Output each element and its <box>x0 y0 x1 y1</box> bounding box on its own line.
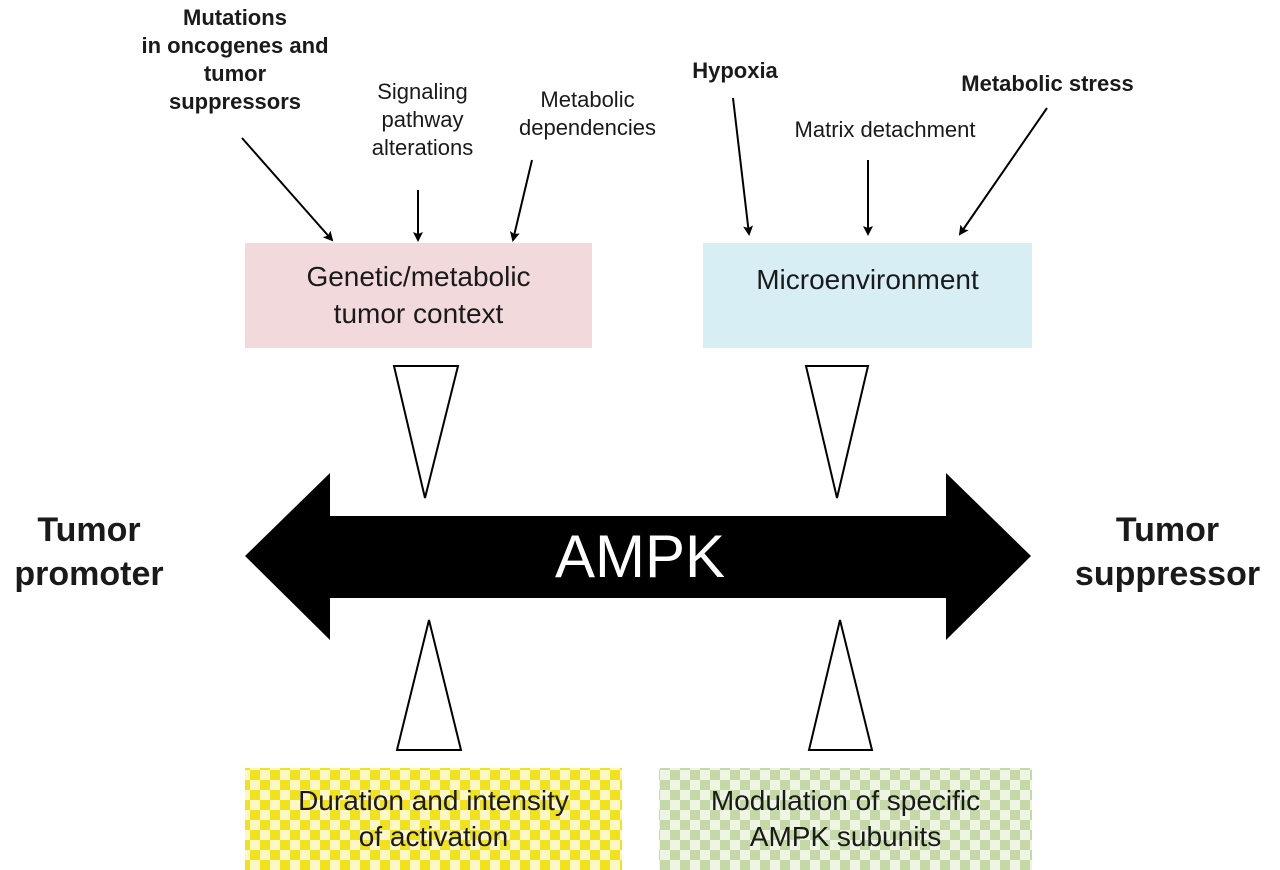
label-metabolic-stress: Metabolic stress <box>961 71 1134 96</box>
wedge-genetic-to-ampk <box>392 365 460 499</box>
duration-box <box>245 768 622 870</box>
label-hypoxia: Hypoxia <box>692 58 778 83</box>
genetic-context-text: Genetic/metabolic tumor context <box>306 261 531 329</box>
wedge-modulation-to-ampk <box>807 619 874 751</box>
arrow-mutations <box>241 137 334 242</box>
modulation-text: Modulation of specific AMPK subunits <box>710 784 981 852</box>
ampk-double-arrow <box>245 473 1031 640</box>
arrow-hypoxia <box>732 97 754 236</box>
tumor-suppressor-label: Tumor suppressor <box>1074 511 1261 594</box>
arrow-metabolic-stress <box>958 107 1048 236</box>
microenvironment-text: Microenvironment <box>756 264 979 296</box>
microenvironment-box <box>703 243 1032 348</box>
arrow-metabolic-dependencies <box>509 159 533 242</box>
label-metabolic-dependencies: Metabolic dependencies <box>518 87 656 141</box>
label-mutations: Mutations in oncogenes and tumor suppres… <box>141 5 329 115</box>
ampk-label: AMPK <box>554 523 726 590</box>
modulation-box <box>659 768 1032 870</box>
duration-text: Duration and intensity of activation <box>298 784 569 852</box>
tumor-promoter-label: Tumor promoter <box>14 511 164 594</box>
label-signaling: Signaling pathway alterations <box>371 79 474 161</box>
genetic-context-box <box>245 243 592 348</box>
label-matrix-detachment: Matrix detachment <box>794 117 976 142</box>
wedge-micro-to-ampk <box>804 365 870 499</box>
wedge-duration-to-ampk <box>395 619 463 751</box>
